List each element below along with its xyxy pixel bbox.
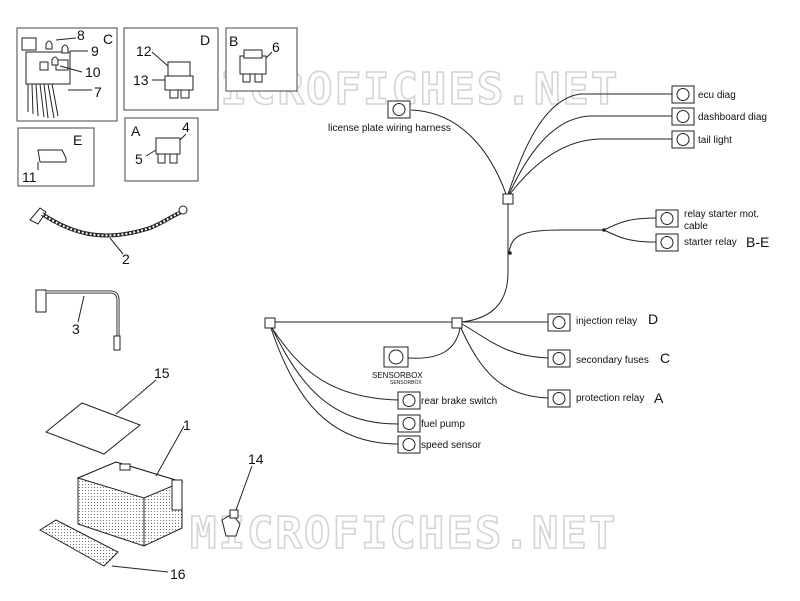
tag-secondary-fuses: C bbox=[660, 350, 670, 366]
connector-tail-light: tail light bbox=[671, 130, 732, 149]
group-d-label: D bbox=[200, 32, 210, 48]
fuse-part-11 bbox=[37, 149, 67, 170]
relay-part-4-5 bbox=[145, 133, 187, 164]
ground-cable-part-3 bbox=[35, 289, 121, 351]
connector-sensorbox: SENSORBOX SENSORBOX bbox=[372, 346, 423, 386]
part-number-1: 1 bbox=[183, 417, 191, 433]
battery-part-1 bbox=[76, 425, 185, 547]
group-e: E 11 bbox=[17, 127, 95, 187]
label-license-plate: license plate wiring harness bbox=[328, 123, 451, 134]
connector-relay-starter-mot-cable: relay starter mot. cable bbox=[655, 209, 759, 232]
pad-part-16 bbox=[39, 519, 169, 573]
junction-2 bbox=[451, 317, 463, 329]
fusebox-part-7 bbox=[21, 37, 92, 119]
harness bbox=[264, 93, 672, 445]
part-number-12: 12 bbox=[136, 43, 152, 59]
tag-protection-relay: A bbox=[654, 390, 664, 406]
part-number-11: 11 bbox=[22, 169, 37, 185]
label-speed-sensor: speed sensor bbox=[421, 440, 482, 451]
connector-dashboard-diag: dashboard diag bbox=[671, 107, 767, 126]
tag-starter-relay: B-E bbox=[746, 234, 769, 250]
connector-secondary-fuses: secondary fuses C bbox=[547, 349, 670, 368]
group-c: C 8 9 10 7 bbox=[16, 27, 118, 122]
connector-starter-relay: starter relay B-E bbox=[655, 233, 769, 252]
relay-part-12-13 bbox=[151, 51, 194, 99]
label-sensorbox-sub: SENSORBOX bbox=[390, 380, 422, 386]
part-number-2: 2 bbox=[122, 251, 130, 267]
label-rear-brake-switch: rear brake switch bbox=[421, 396, 497, 407]
connector-rear-brake-switch: rear brake switch bbox=[397, 391, 497, 410]
mini-fuses-8-9-10 bbox=[45, 37, 88, 73]
connector-fuel-pump: fuel pump bbox=[397, 414, 465, 433]
part-number-14: 14 bbox=[248, 451, 264, 467]
part-number-5: 5 bbox=[135, 151, 143, 167]
part-number-10: 10 bbox=[85, 64, 101, 80]
connector-injection-relay: injection relay D bbox=[547, 311, 658, 332]
connector-ecu-diag: ecu diag bbox=[671, 85, 736, 104]
connector-speed-sensor: speed sensor bbox=[397, 435, 482, 454]
group-d: D 12 13 bbox=[123, 27, 219, 111]
connector-part-14 bbox=[221, 465, 253, 537]
group-b-label: B bbox=[229, 33, 238, 49]
connector-protection-relay: protection relay A bbox=[547, 389, 664, 408]
label-tail-light: tail light bbox=[698, 135, 732, 146]
junction-1 bbox=[264, 317, 276, 329]
watermark-bottom: MICROFICHES.NET bbox=[190, 508, 617, 559]
part-number-6: 6 bbox=[272, 39, 280, 55]
label-relay-starter-cable: cable bbox=[684, 221, 708, 232]
group-a-label: A bbox=[131, 123, 141, 139]
group-a: A 4 5 bbox=[124, 117, 199, 182]
tag-injection-relay: D bbox=[648, 311, 658, 327]
group-e-label: E bbox=[73, 132, 82, 148]
part-number-7: 7 bbox=[94, 84, 102, 100]
battery-cable-part-2 bbox=[29, 205, 188, 255]
label-protection-relay: protection relay bbox=[576, 393, 644, 404]
label-secondary-fuses: secondary fuses bbox=[576, 355, 649, 366]
relay-part-6 bbox=[239, 49, 273, 83]
label-starter-relay: starter relay bbox=[684, 237, 737, 248]
label-sensorbox: SENSORBOX bbox=[372, 371, 423, 380]
group-b: B 6 bbox=[225, 27, 298, 92]
part-number-13: 13 bbox=[133, 72, 149, 88]
connector-license-plate: license plate wiring harness bbox=[328, 100, 451, 134]
label-injection-relay: injection relay bbox=[576, 316, 637, 327]
group-c-label: C bbox=[103, 31, 113, 47]
junction-3 bbox=[502, 193, 514, 205]
part-number-16: 16 bbox=[170, 566, 186, 582]
part-number-3: 3 bbox=[72, 321, 80, 337]
label-ecu-diag: ecu diag bbox=[698, 90, 736, 101]
label-relay-starter-mot: relay starter mot. bbox=[684, 209, 759, 220]
part-number-15: 15 bbox=[154, 365, 170, 381]
part-number-4: 4 bbox=[182, 119, 190, 135]
part-number-8: 8 bbox=[77, 27, 85, 43]
label-fuel-pump: fuel pump bbox=[421, 419, 465, 430]
part-number-9: 9 bbox=[91, 43, 99, 59]
label-dashboard-diag: dashboard diag bbox=[698, 112, 767, 123]
pad-part-15 bbox=[45, 379, 157, 455]
